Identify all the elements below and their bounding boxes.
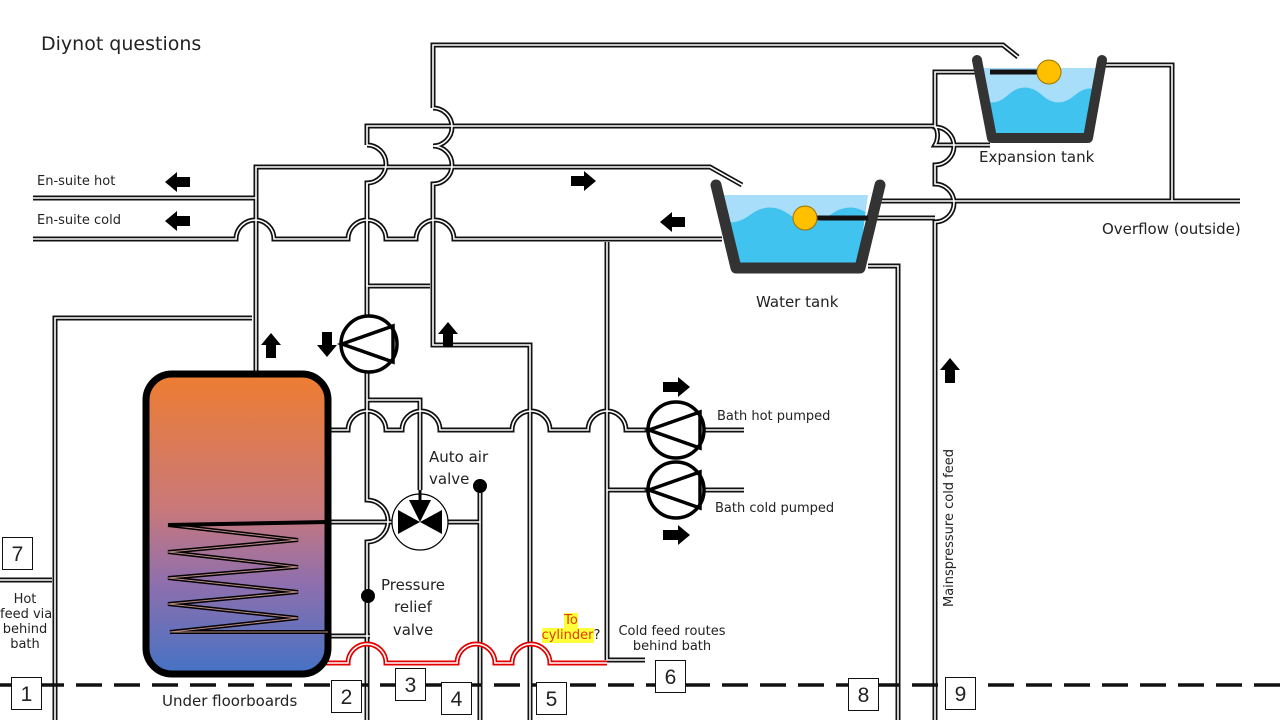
- overflow-label: Overflow (outside): [1102, 220, 1241, 238]
- hot-feed-label: Hot feed via behind bath: [0, 592, 53, 652]
- three-way-valve-icon: [391, 490, 449, 551]
- cold-feed-routes-label: Cold feed routes behind bath: [618, 624, 726, 654]
- ball-float: [792, 205, 818, 231]
- marker-5: 5: [536, 682, 567, 715]
- marker-2: 2: [331, 680, 362, 713]
- expansion-tank: [972, 55, 1107, 143]
- bath-hot-pumped-label: Bath hot pumped: [717, 409, 831, 424]
- expansion-tank-label: Expansion tank: [979, 148, 1095, 166]
- flow-arrow-icon: [165, 171, 960, 545]
- water-tank-label: Water tank: [756, 293, 839, 311]
- auto-air-valve-label: Auto air valve: [429, 448, 489, 489]
- pump-icon: [643, 460, 706, 520]
- water-tank: [710, 179, 886, 274]
- pump-icon: [643, 400, 706, 460]
- marker-6: 6: [655, 660, 686, 693]
- ensuite-cold-label: En-suite cold: [37, 213, 121, 228]
- mains-cold-feed-label: Mainspressure cold feed: [942, 448, 957, 607]
- marker-4: 4: [441, 682, 472, 715]
- under-floorboards-label: Under floorboards: [162, 692, 298, 710]
- ball-float: [1036, 59, 1062, 85]
- pressure-relief-valve-label: Pressure relief valve: [380, 576, 446, 639]
- to-cylinder-label: To cylinder?: [541, 613, 601, 643]
- pressure-relief-valve-dot: [361, 589, 375, 603]
- pipe-network: [0, 42, 1240, 720]
- marker-8: 8: [848, 678, 879, 711]
- page-title: Diynot questions: [41, 33, 202, 55]
- bath-cold-pumped-label: Bath cold pumped: [715, 501, 835, 516]
- marker-7: 7: [2, 537, 33, 570]
- marker-9: 9: [945, 677, 976, 710]
- marker-1: 1: [11, 677, 42, 710]
- pump-icon: [336, 314, 399, 374]
- marker-3: 3: [395, 668, 426, 701]
- hot-water-cylinder: [142, 370, 332, 678]
- auto-air-valve-dot: [473, 479, 487, 493]
- ensuite-hot-label: En-suite hot: [37, 174, 116, 189]
